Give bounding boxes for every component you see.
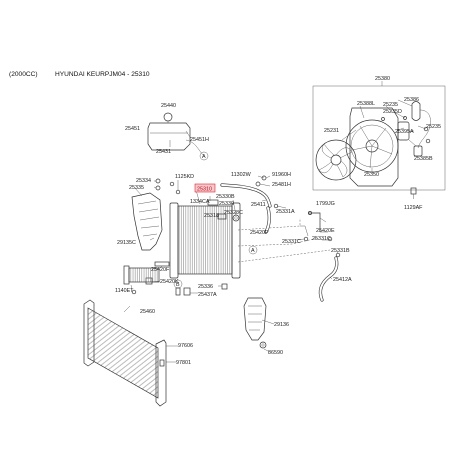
label-25388l: 25388L xyxy=(357,101,375,107)
label-marker-b: B xyxy=(176,282,180,288)
mount-25336 xyxy=(218,283,228,290)
label-25451: 25451 xyxy=(125,126,140,132)
bracket-25420f xyxy=(154,261,170,269)
condenser-97606 xyxy=(83,299,178,407)
label-97801: 97801 xyxy=(176,360,191,366)
radiator-right-tank xyxy=(231,202,241,279)
label-25420p: 25420P xyxy=(250,230,269,236)
fan-blade xyxy=(315,139,357,181)
label-25380: 25380 xyxy=(375,76,390,82)
clip-25335 xyxy=(155,185,161,191)
model-code: HYUNDAI KEURPJM04 - 25310 xyxy=(55,71,150,78)
reservoir-cap xyxy=(163,112,173,122)
label-25331c-b: 25331C xyxy=(312,236,331,242)
label-25412a: 25412A xyxy=(333,277,352,283)
label-11302w: 11302W xyxy=(231,172,252,178)
label-29135c: 29135C xyxy=(117,240,136,246)
fan-assembly-group xyxy=(312,81,446,199)
label-25481h: 25481H xyxy=(272,182,291,188)
label-25335: 25335 xyxy=(129,185,144,191)
label-1140et: 1140ET xyxy=(115,288,134,294)
hose-25411 xyxy=(264,206,271,234)
fan-resistor-wiring xyxy=(381,101,431,157)
label-25437a: 25437A xyxy=(198,292,217,298)
upper-radiator-hose xyxy=(220,175,287,209)
air-guard-29135c xyxy=(131,178,163,251)
label-25231: 25231 xyxy=(324,128,339,134)
label-25395a: 25395A xyxy=(395,129,414,135)
label-25331b: 25331B xyxy=(331,248,350,254)
label-25420k: 25420K xyxy=(160,279,179,285)
label-25350: 25350 xyxy=(364,172,379,178)
label-1125kd: 1125KD xyxy=(175,174,194,180)
oil-cooler-1140et xyxy=(123,265,160,295)
drain-plug-25318 xyxy=(217,213,227,220)
label-25330: 25330 xyxy=(219,201,234,207)
clamp-25331c xyxy=(303,236,309,242)
marker-a-2 xyxy=(248,245,258,255)
label-marker-a1: A xyxy=(202,154,206,160)
label-25440: 25440 xyxy=(161,103,176,109)
label-25385b: 25385B xyxy=(414,156,433,162)
reservoir-tank xyxy=(147,112,205,157)
label-25431: 25431 xyxy=(156,149,171,155)
part-labels: 25380 25440 25451 25451H 25431 A A B 253… xyxy=(115,76,441,366)
label-25235-a: 25235 xyxy=(383,102,398,108)
lower-guard-29136 xyxy=(243,297,275,341)
label-25330b: 25330B xyxy=(216,194,235,200)
radiator-core xyxy=(169,189,241,279)
condenser-left-header xyxy=(83,299,95,367)
mount-25437a xyxy=(175,287,198,296)
label-86590: 86590 xyxy=(268,350,283,356)
hose-1799jg-pipe xyxy=(308,211,327,232)
clip-25334 xyxy=(155,178,161,184)
label-25331c: 25331C xyxy=(282,239,301,245)
fan-assembly-box xyxy=(312,85,446,191)
label-25336: 25336 xyxy=(198,284,213,290)
hose-25420e xyxy=(295,225,333,242)
clamp-25331b xyxy=(335,252,341,258)
label-25411: 25411 xyxy=(251,202,266,208)
label-25420f: 25420F xyxy=(151,267,170,273)
bolt-1129af xyxy=(410,187,417,199)
connection-lines xyxy=(237,218,331,263)
label-25331a: 25331A xyxy=(276,209,295,215)
label-25318: 25318 xyxy=(204,213,219,219)
highlight-25310-tag xyxy=(194,183,216,193)
label-25310: 25310 xyxy=(197,187,212,193)
label-1334ca: 1334CA xyxy=(190,199,210,205)
clamp-25331c-b xyxy=(327,236,333,242)
clamp-25481h xyxy=(255,181,261,187)
condenser-right-header xyxy=(155,339,167,407)
marker-a-1 xyxy=(199,151,209,161)
label-25235d: 25235D xyxy=(383,109,402,115)
label-25451h: 25451H xyxy=(190,137,209,143)
horn-86590 xyxy=(259,341,271,353)
radiator-left-tank xyxy=(169,202,179,279)
hose-25412a xyxy=(318,251,341,302)
label-29136: 29136 xyxy=(274,322,289,328)
label-25334: 25334 xyxy=(136,178,151,184)
label-91960h: 91960H xyxy=(272,172,291,178)
reservoir-leaders xyxy=(167,121,191,147)
radiator-bracket-1334ca xyxy=(207,199,219,206)
label-marker-a2: A xyxy=(251,248,255,254)
label-1129af: 1129AF xyxy=(404,205,423,211)
label-25460: 25460 xyxy=(140,309,155,315)
label-25328c: 25328C xyxy=(224,210,243,216)
label-97606: 97606 xyxy=(178,343,193,349)
fan-motor xyxy=(397,121,414,141)
engine-spec: (2000CC) xyxy=(9,71,38,78)
label-25235-b: 25235 xyxy=(426,124,441,130)
label-1799jg: 1799JG xyxy=(316,201,335,207)
label-25420e: 25420E xyxy=(316,228,335,234)
fan-leaders xyxy=(341,99,427,172)
bolts-1125kd xyxy=(169,180,181,195)
label-25386: 25386 xyxy=(404,97,419,103)
